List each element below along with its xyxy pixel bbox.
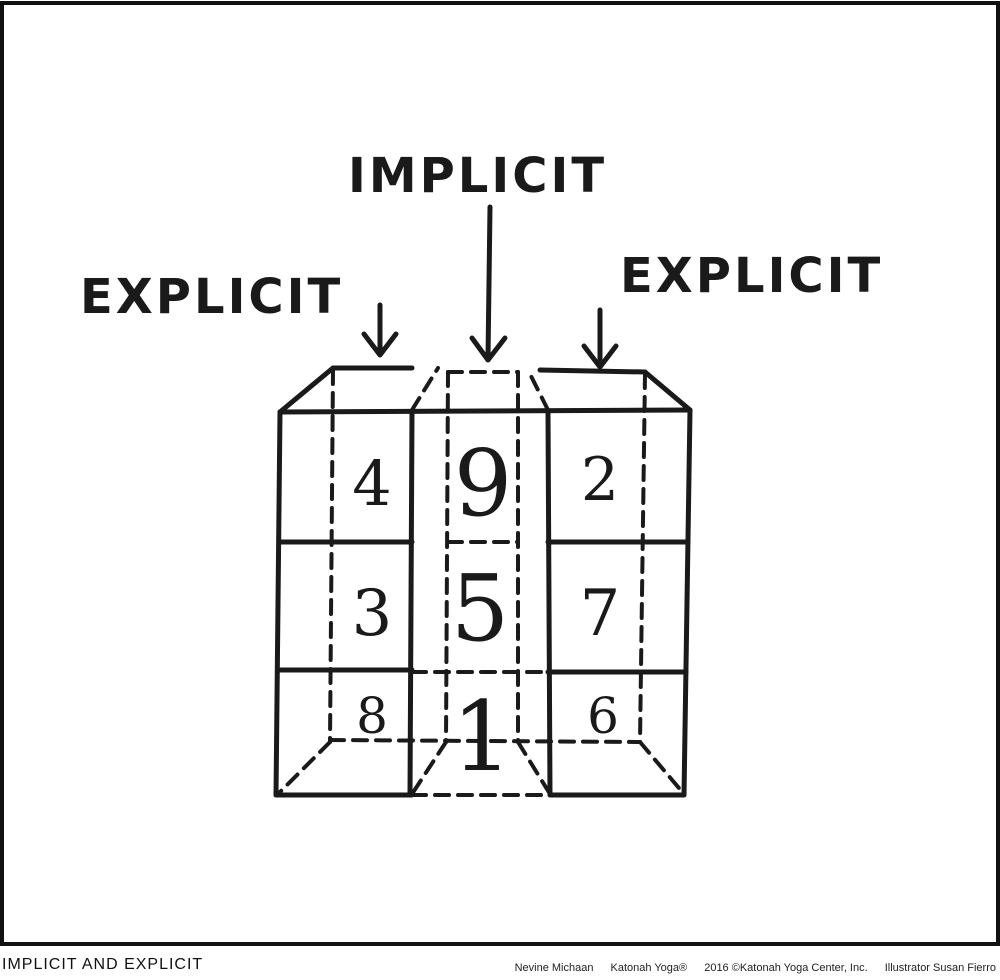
implicit-explicit-diagram: IMPLICIT EXPLICIT EXPLICIT [0, 1, 1000, 946]
figure-credits: Nevine Michaan Katonah Yoga® 2016 ©Katon… [501, 962, 996, 974]
explicit-right-arrow [581, 307, 619, 370]
cell-2: 2 [581, 445, 619, 515]
brand-credit: Katonah Yoga® [610, 962, 688, 974]
explicit-left-arrow [361, 302, 399, 358]
box-outline [273, 365, 693, 798]
implicit-label: IMPLICIT [348, 148, 607, 204]
explicit-right-label: EXPLICIT [620, 248, 883, 304]
figure-title: IMPLICIT AND EXPLICIT [2, 956, 204, 973]
cell-6: 6 [587, 687, 619, 745]
illustrator-credit: Illustrator Susan Fierro [884, 962, 996, 974]
cell-4: 4 [352, 447, 391, 520]
cell-7: 7 [580, 577, 621, 651]
cell-5: 5 [451, 555, 510, 662]
author-credit: Nevine Michaan [514, 962, 594, 974]
cell-9: 9 [454, 430, 513, 537]
copyright-credit: 2016 ©Katonah Yoga Center, Inc. [704, 962, 868, 974]
explicit-left-label: EXPLICIT [80, 269, 343, 325]
cell-8: 8 [356, 687, 388, 745]
cell-3: 3 [352, 577, 393, 651]
outer-border [0, 1, 1000, 946]
dashed-guides [276, 366, 686, 797]
implicit-arrow [469, 204, 508, 363]
cell-1: 1 [451, 681, 512, 793]
illustration-frame: IMPLICIT EXPLICIT EXPLICIT [0, 1, 1000, 946]
